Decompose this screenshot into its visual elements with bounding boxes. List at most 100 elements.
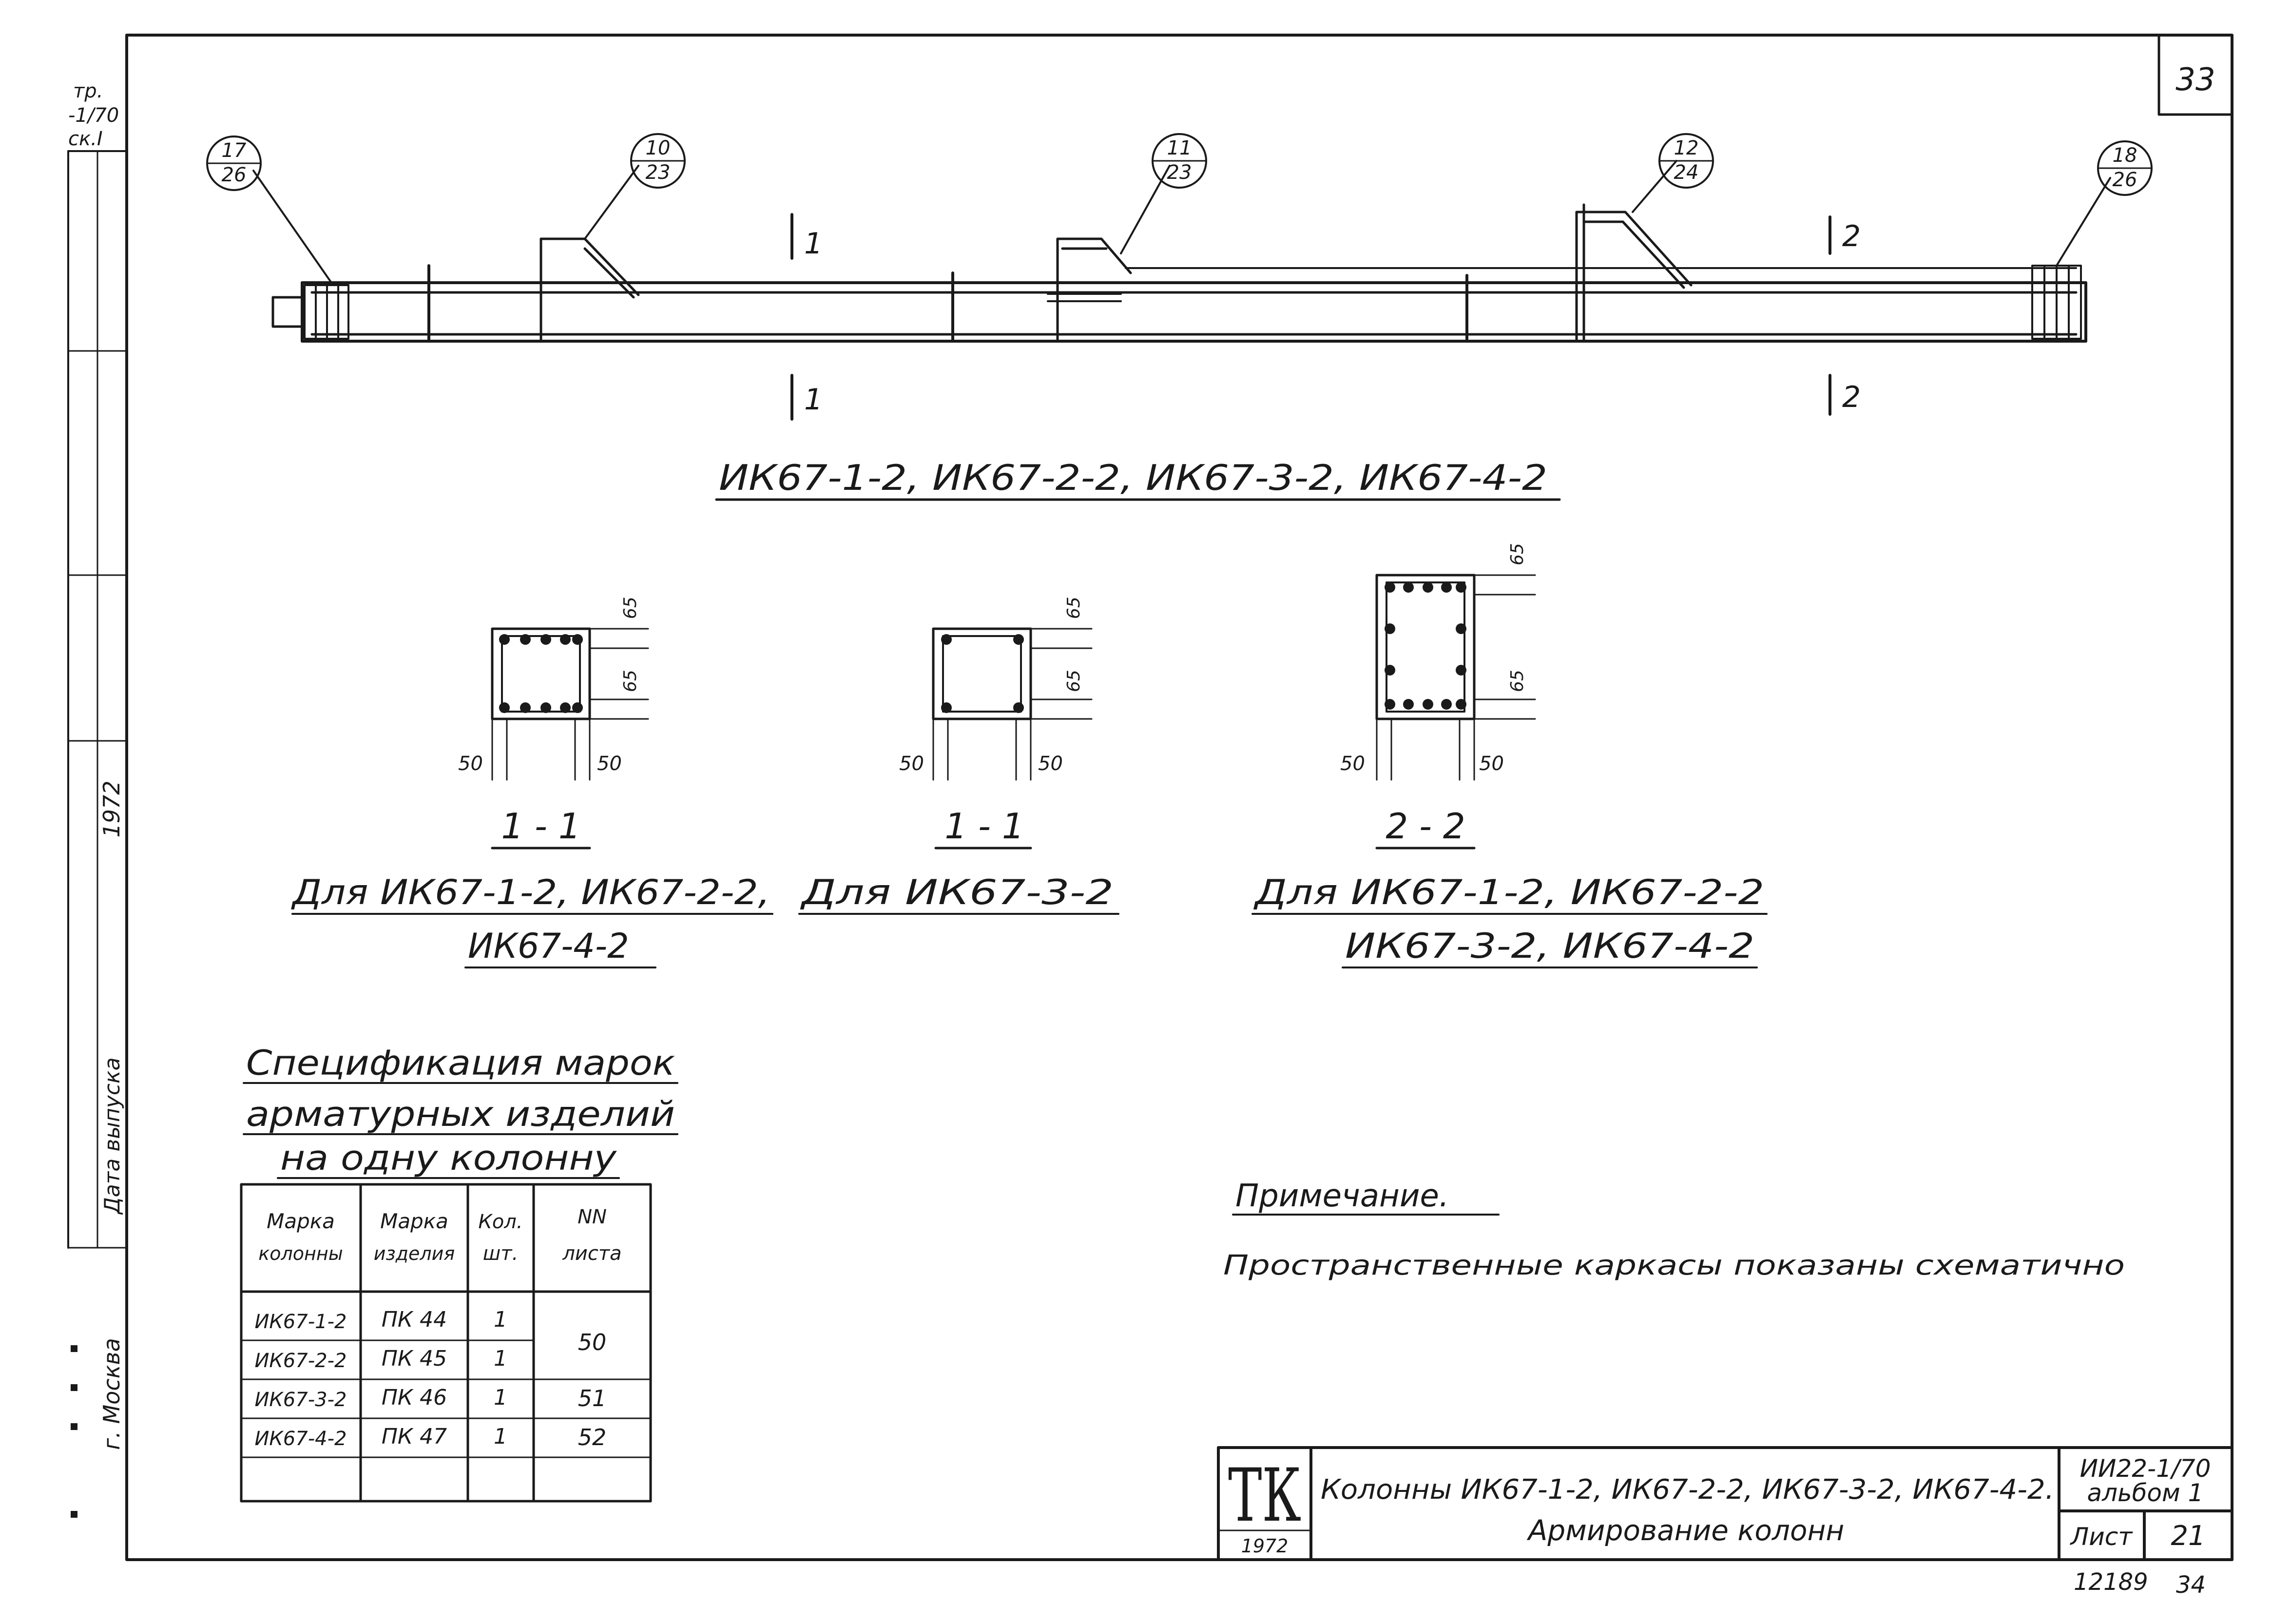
album-label: альбом 1 xyxy=(2087,1479,2204,1507)
spec-header-col1-line1: Марка xyxy=(267,1209,335,1233)
cross-section-1-1-a: 65 65 50 50 1 - 1 Для ИК67-1-2, ИК67-2-2… xyxy=(291,597,773,968)
spec-header-col2-line2: изделия xyxy=(374,1243,455,1264)
margin-strip: тр. -1/70 ск.I 1972 Дата выпуска г. Моск… xyxy=(68,80,125,1518)
column-elevation: 17 26 10 23 11 23 12 24 18 26 xyxy=(206,133,2153,501)
console-2 xyxy=(1056,237,1132,343)
tk-logo: ТК xyxy=(1228,1453,1301,1538)
elevation-caption: ИК67-1-2, ИК67-2-2, ИК67-3-2, ИК67-4-2 xyxy=(719,457,1547,498)
callout-bottom: 26 xyxy=(222,164,247,186)
drawing-title-line2: Армирование колонн xyxy=(1526,1514,1845,1547)
spec-cell-column-mark: ИК67-1-2 xyxy=(255,1311,347,1333)
sheet-label: Лист xyxy=(2070,1523,2134,1551)
sheet-value: 21 xyxy=(2171,1520,2205,1552)
callout-bottom: 23 xyxy=(1167,161,1192,184)
column-outline xyxy=(271,281,2087,343)
section-title: 1 - 1 xyxy=(944,806,1024,847)
spec-cell-qty: 1 xyxy=(494,1307,507,1332)
spec-cell-item-mark: ПК 47 xyxy=(382,1424,447,1449)
dim-bottom: 65 xyxy=(620,670,640,692)
section-note-1: Для ИК67-1-2, ИК67-2-2, xyxy=(291,872,770,912)
callout-top: 12 xyxy=(1674,137,1699,159)
spec-cell-item-mark: ПК 44 xyxy=(382,1307,447,1332)
margin-code-2: -1/70 xyxy=(68,104,119,127)
dim-left: 50 xyxy=(1340,753,1365,775)
spec-title-3: на одну колонну xyxy=(280,1138,617,1178)
section-cut-lines xyxy=(790,213,1831,421)
section-mark-1-top: 1 xyxy=(804,227,823,261)
section-title: 1 - 1 xyxy=(501,806,580,847)
series-code: ИИ22-1/70 xyxy=(2080,1454,2211,1483)
spec-title-1: Спецификация марок xyxy=(246,1043,675,1083)
margin-release-date-label: Дата выпуска xyxy=(100,1057,125,1215)
table-row: ИК67-4-2 ПК 47 1 xyxy=(255,1424,507,1450)
section-note-1: Для ИК67-3-2 xyxy=(800,872,1114,912)
section-mark-2-bottom: 2 xyxy=(1842,380,1861,414)
section-title: 2 - 2 xyxy=(1386,806,1465,847)
callout-11-23: 11 23 xyxy=(1152,133,1207,189)
dim-top: 65 xyxy=(1064,597,1084,619)
spec-cell-column-mark: ИК67-4-2 xyxy=(255,1428,347,1450)
section-note-1: Для ИК67-1-2, ИК67-2-2 xyxy=(1253,872,1764,912)
dim-top: 65 xyxy=(1507,543,1527,565)
archive-number: 12189 xyxy=(2074,1568,2148,1596)
end-mesh-left xyxy=(304,284,349,340)
note-block: Примечание. Пространственные каркасы пок… xyxy=(1223,1178,2125,1281)
dim-bottom: 65 xyxy=(1507,670,1527,692)
drawing-title-line1: Колонны ИК67-1-2, ИК67-2-2, ИК67-3-2, ИК… xyxy=(1321,1474,2054,1506)
callout-bottom: 23 xyxy=(646,161,671,184)
dim-right: 50 xyxy=(1479,753,1504,775)
callout-bottom: 24 xyxy=(1674,161,1699,184)
callout-10-23: 10 23 xyxy=(630,133,686,189)
margin-city: г. Москва xyxy=(98,1338,125,1450)
margin-code-3: ск.I xyxy=(68,128,103,150)
cross-section-1-1-b: 65 65 50 50 1 - 1 Для ИК67-3-2 xyxy=(798,597,1119,915)
spec-title-2: арматурных изделий xyxy=(246,1094,675,1134)
callout-top: 11 xyxy=(1167,137,1192,159)
spec-header-col4-line1: NN xyxy=(578,1206,607,1228)
callout-leaders xyxy=(252,160,2111,284)
dim-left: 50 xyxy=(899,753,924,775)
spec-table xyxy=(240,1183,652,1503)
spec-cell-column-mark: ИК67-3-2 xyxy=(255,1389,347,1411)
callout-top: 18 xyxy=(2113,144,2137,167)
dim-right: 50 xyxy=(597,753,622,775)
section-mark-1-bottom: 1 xyxy=(804,383,823,417)
note-text: Пространственные каркасы показаны схемат… xyxy=(1223,1250,2125,1281)
longitudinal-bars xyxy=(310,203,2078,343)
dim-left: 50 xyxy=(458,753,483,775)
callout-17-26: 17 26 xyxy=(206,135,262,191)
margin-code-1: тр. xyxy=(73,80,103,102)
specification-block: Спецификация марок арматурных изделий на… xyxy=(240,1043,678,1503)
note-title: Примечание. xyxy=(1235,1178,1449,1214)
spec-cell-qty: 1 xyxy=(494,1385,507,1410)
section-mark-2-top: 2 xyxy=(1842,219,1861,253)
archive-page: 34 xyxy=(2176,1571,2206,1599)
sheet-number: 33 xyxy=(2175,62,2215,98)
spec-sheet-ref-1: 50 xyxy=(578,1329,607,1355)
cross-section-2-2: 65 65 50 50 2 - 2 Для ИК67-1-2, ИК67-2-2… xyxy=(1251,543,1768,968)
end-mesh-right xyxy=(2031,265,2082,340)
console-3 xyxy=(1575,211,1693,343)
table-row: ИК67-3-2 ПК 46 1 xyxy=(255,1385,507,1411)
title-block: ТК 1972 Колонны ИК67-1-2, ИК67-2-2, ИК67… xyxy=(1217,1446,2233,1561)
table-row: ИК67-1-2 ПК 44 1 xyxy=(255,1307,507,1333)
spec-cell-qty: 1 xyxy=(494,1424,507,1449)
callout-12-24: 12 24 xyxy=(1658,133,1714,189)
spec-cell-item-mark: ПК 46 xyxy=(382,1385,447,1410)
table-row: ИК67-2-2 ПК 45 1 xyxy=(255,1346,507,1372)
callout-18-26: 18 26 xyxy=(2097,140,2153,196)
callout-top: 17 xyxy=(222,139,247,162)
callout-bottom: 26 xyxy=(2113,169,2137,191)
sheet-frame xyxy=(67,34,2233,1561)
spec-cell-qty: 1 xyxy=(494,1346,507,1371)
spec-header-col1-line2: колонны xyxy=(258,1243,343,1264)
spec-header-col3-line1: Кол. xyxy=(478,1211,522,1233)
spec-header-col4-line2: листа xyxy=(562,1242,621,1265)
dim-top: 65 xyxy=(620,597,640,619)
callout-top: 10 xyxy=(646,137,671,159)
margin-release-year: 1972 xyxy=(98,780,125,837)
sheet-number-box: 33 xyxy=(2157,34,2233,116)
spec-header-col3-line2: шт. xyxy=(483,1242,519,1265)
dim-right: 50 xyxy=(1038,753,1063,775)
